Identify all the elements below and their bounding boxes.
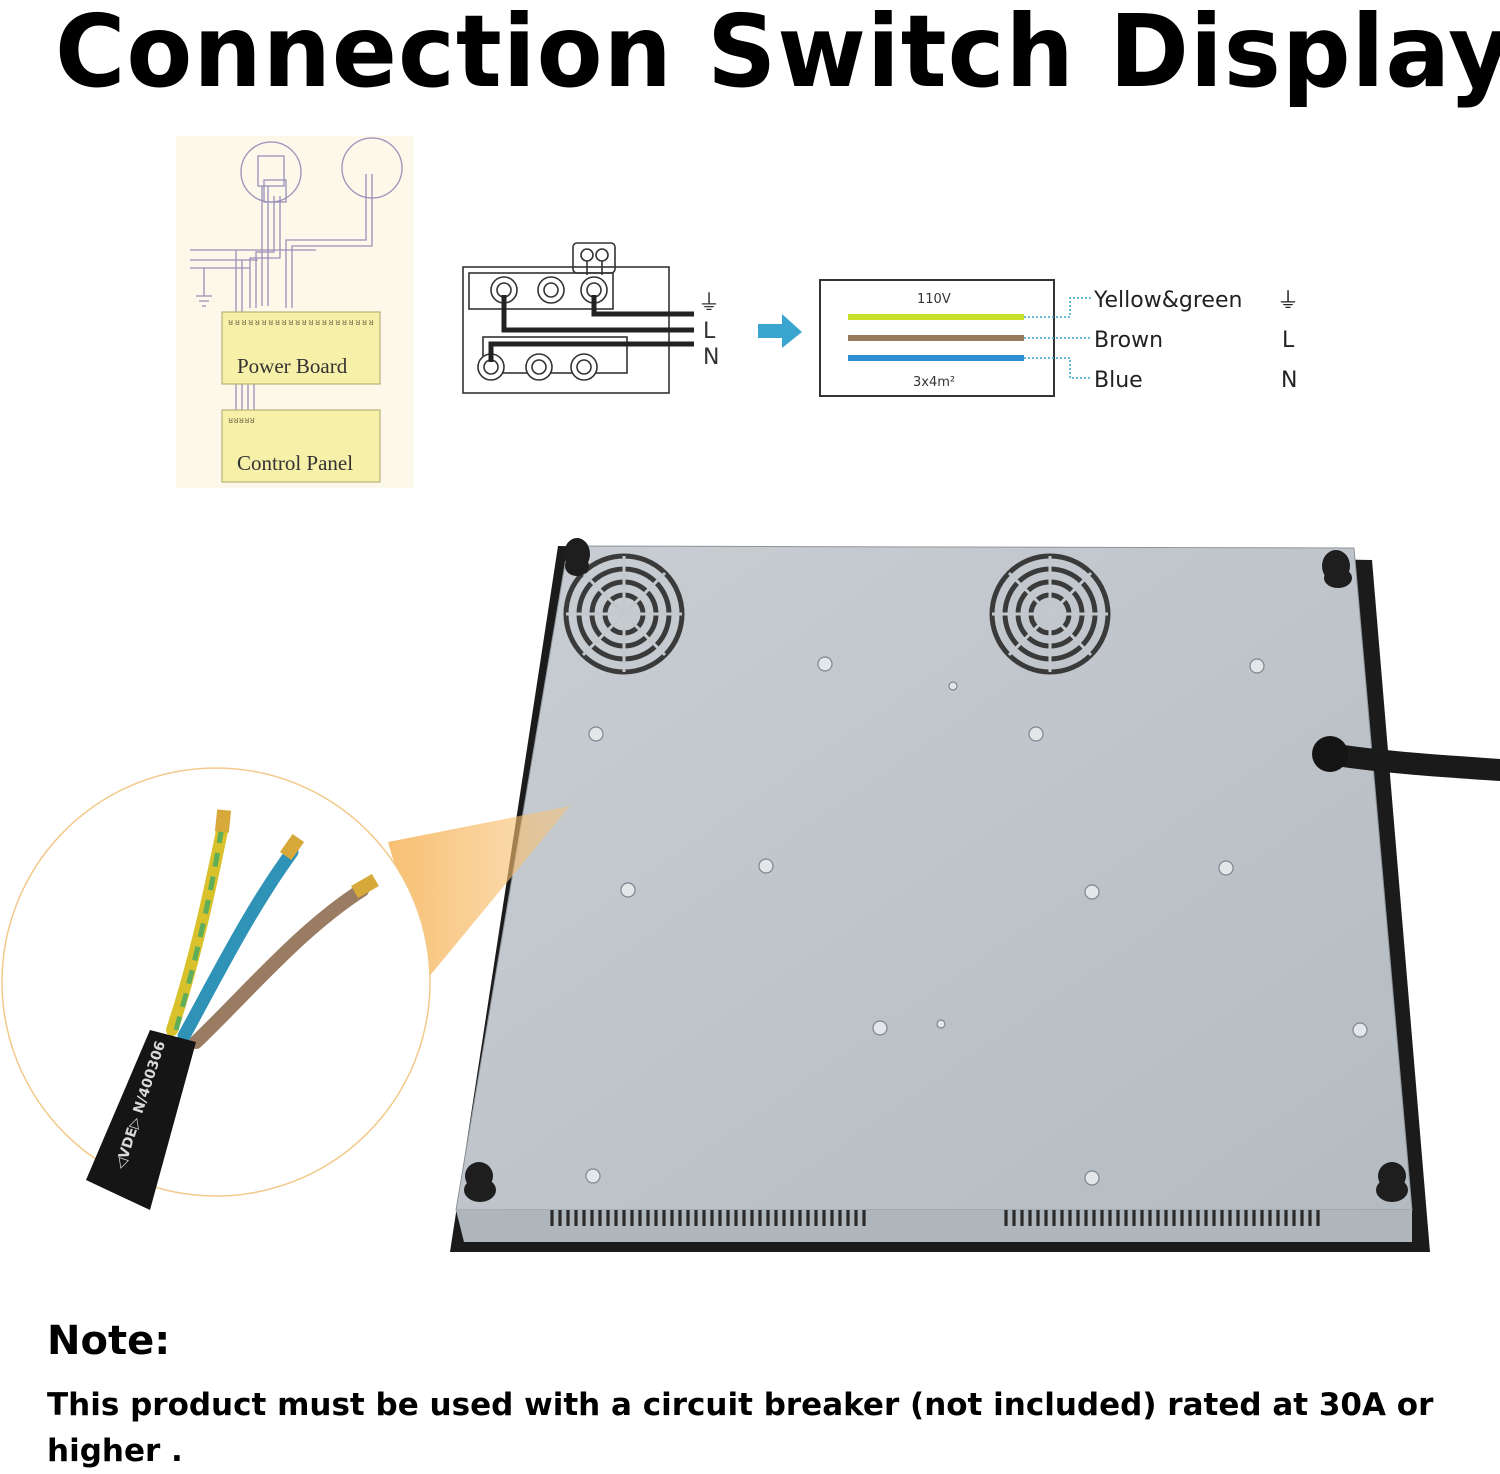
legend-blue: Blue <box>1094 368 1143 393</box>
cord-grommet <box>1312 736 1348 772</box>
cable-spec: 3x4m² <box>913 375 955 390</box>
note-heading: Note: <box>47 1318 171 1364</box>
cable-wiring-diagram: 110V 3x4m² Yellow&green Brown Blue ⏚ L N <box>758 279 1299 397</box>
legend-brown: Brown <box>1094 328 1163 353</box>
legend-ground-code: ⏚ <box>1277 289 1299 314</box>
arrow-right-icon <box>758 314 802 348</box>
ground-symbol: ⏚ <box>698 291 720 316</box>
power-board-block: ᴚᴚᴚᴚᴚᴚᴚᴚᴚᴚᴚᴚᴚᴚᴚᴚᴚᴚᴚᴚᴚᴚ Power Board <box>221 311 381 385</box>
screws <box>585 656 1368 1186</box>
metal-housing <box>455 545 1413 1211</box>
legend-n-code: N <box>1281 368 1297 393</box>
legend-l-code: L <box>1282 328 1295 353</box>
terminal-l-label: L <box>703 319 716 344</box>
cable-voltage: 110V <box>917 292 951 307</box>
note-body: This product must be used with a circuit… <box>47 1387 1434 1469</box>
legend-yellow-green: Yellow&green <box>1093 288 1242 313</box>
magnifier-beam <box>388 806 570 978</box>
cooktop-bottom-view: ◁VDE▷ N/400306 <box>1 538 1500 1252</box>
svg-text:ᴚᴚᴚᴚᴚᴚᴚᴚᴚᴚᴚᴚᴚᴚᴚᴚᴚᴚᴚᴚᴚᴚ: ᴚᴚᴚᴚᴚᴚᴚᴚᴚᴚᴚᴚᴚᴚᴚᴚᴚᴚᴚᴚᴚᴚ <box>228 318 374 328</box>
power-cord <box>1319 743 1500 781</box>
terminal-n-label: N <box>703 345 719 370</box>
svg-text:ᴚᴚᴚᴚᴚ: ᴚᴚᴚᴚᴚ <box>228 416 255 426</box>
cable-closeup: ◁VDE▷ N/400306 <box>1 767 431 1210</box>
control-panel-label: Control Panel <box>237 451 353 475</box>
terminal-block-diagram: ⏚ L N <box>462 242 720 394</box>
control-panel-block: ᴚᴚᴚᴚᴚ Control Panel <box>221 409 381 483</box>
power-board-label: Power Board <box>237 354 348 378</box>
rubber-feet <box>464 538 1408 1202</box>
power-board-schematic: ᴚᴚᴚᴚᴚᴚᴚᴚᴚᴚᴚᴚᴚᴚᴚᴚᴚᴚᴚᴚᴚᴚ Power Board ᴚᴚᴚᴚᴚ… <box>176 136 414 488</box>
page-title: Connection Switch Display <box>55 0 1500 110</box>
terminal-screws <box>477 276 608 381</box>
